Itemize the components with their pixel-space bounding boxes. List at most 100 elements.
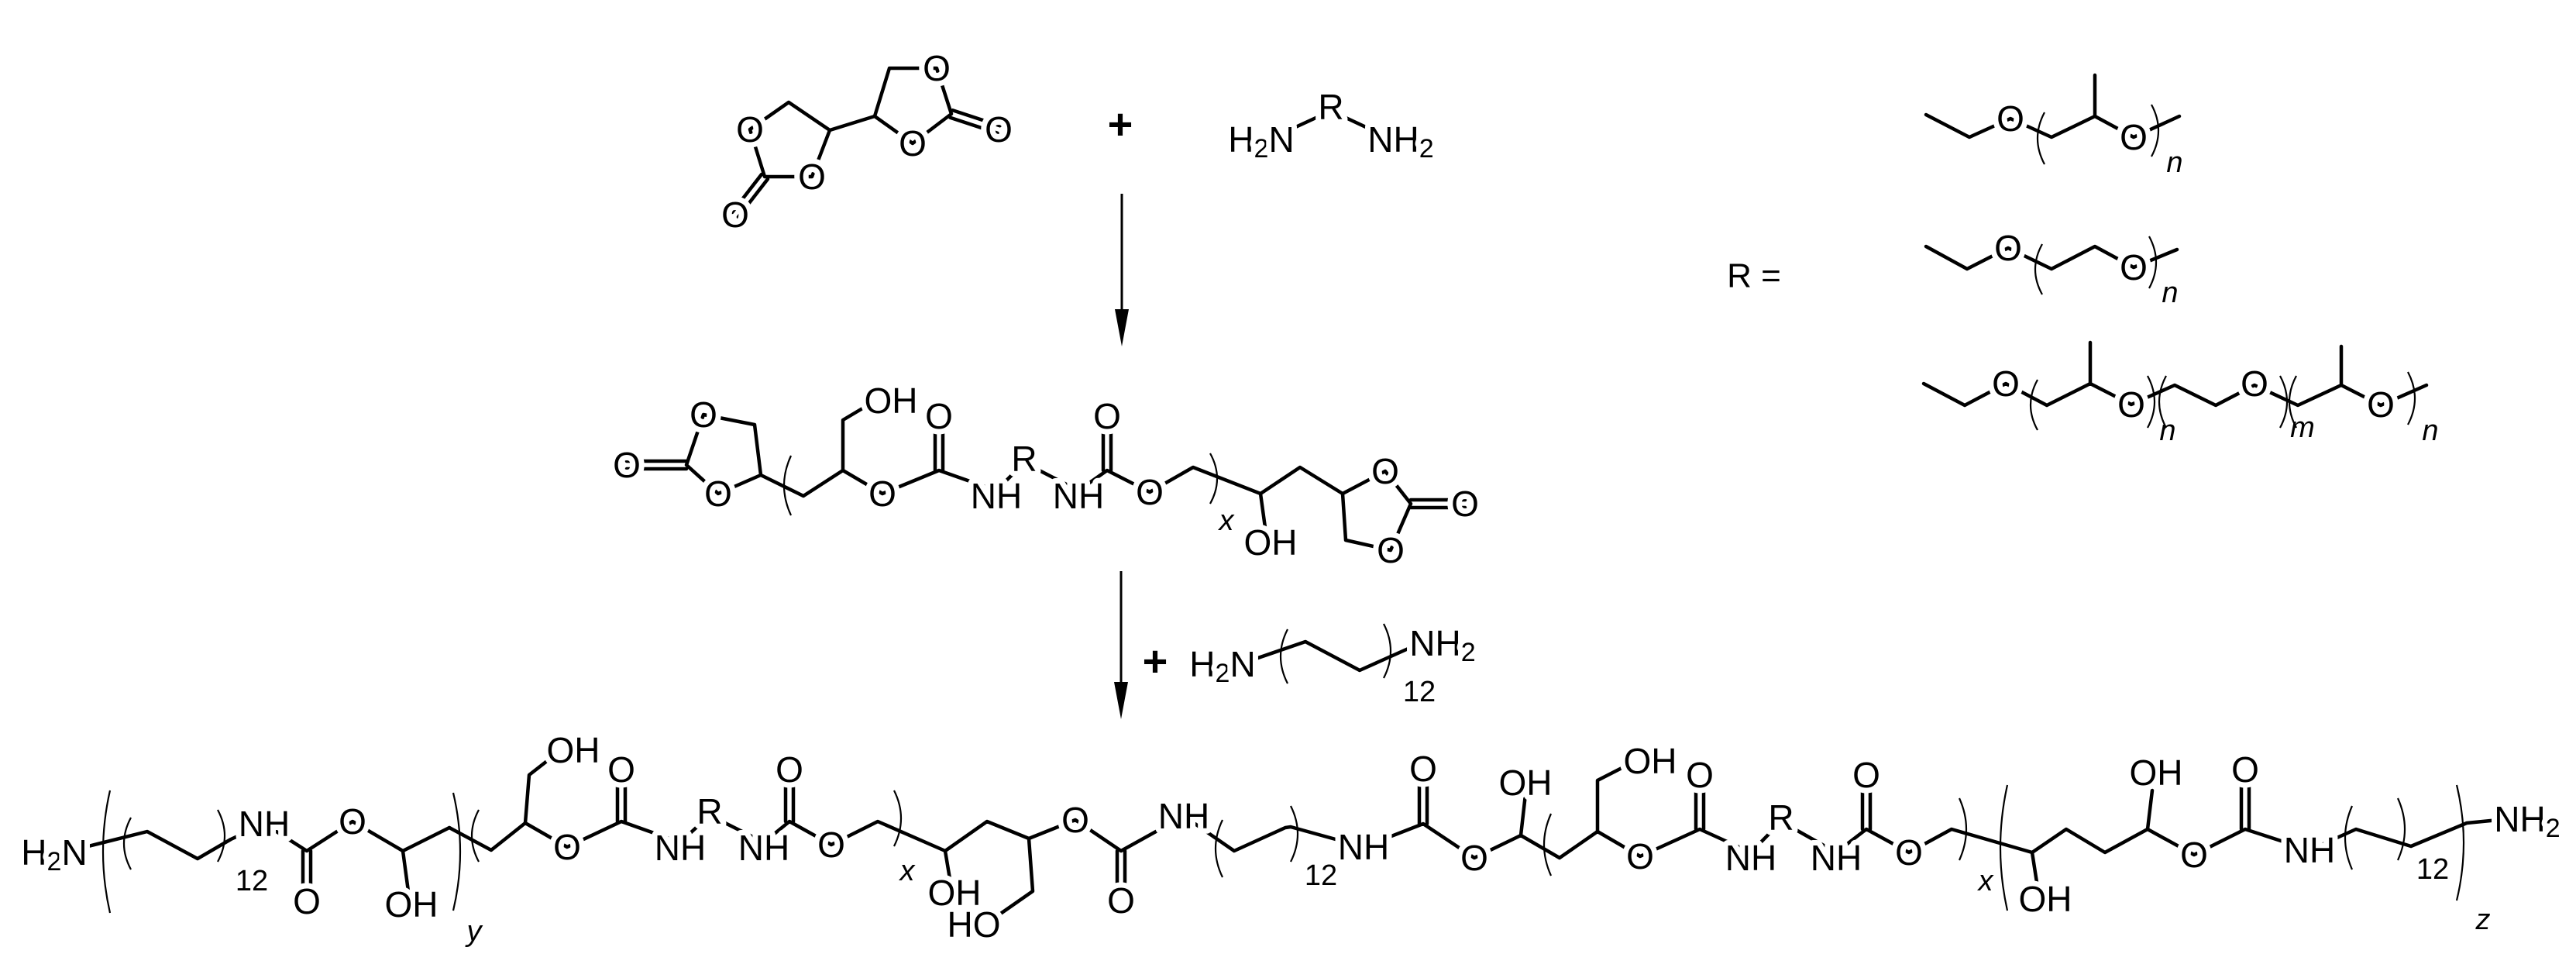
atom-o: O — [1992, 363, 2020, 404]
open-bracket — [1543, 813, 1553, 876]
close-bracket — [1383, 623, 1391, 679]
atom-ho: HO — [948, 904, 1001, 945]
atom-o: O — [613, 445, 641, 485]
atom-oh: OH — [865, 381, 918, 421]
amine-nh2: NH2 — [1367, 119, 1433, 164]
repeat-index-x: x — [899, 855, 917, 887]
atom-o: O — [607, 749, 635, 790]
atom-o: O — [2180, 835, 2208, 875]
close-bracket — [1209, 453, 1218, 504]
h: H — [1436, 623, 1461, 663]
close-bracket — [893, 790, 902, 847]
close-bracket — [1290, 805, 1298, 863]
bond — [943, 849, 953, 886]
atom-o: O — [1061, 800, 1089, 840]
repeat-index-n: n — [2159, 415, 2175, 447]
atom-o: O — [736, 109, 764, 150]
repeat-index-y: y — [465, 915, 483, 948]
double-bond — [730, 172, 764, 215]
close-bracket — [452, 792, 462, 911]
atom-o: O — [1377, 530, 1405, 570]
subscript-2: 2 — [1254, 134, 1269, 164]
atom-o: O — [1994, 228, 2022, 268]
bond — [523, 753, 556, 825]
repeat-index-z: z — [2475, 904, 2491, 936]
atom-o: O — [1371, 451, 1399, 491]
open-bracket — [471, 809, 480, 863]
bond — [872, 66, 954, 146]
atom-o: O — [1136, 472, 1164, 512]
r-group-definition-label: R = — [1727, 257, 1781, 295]
atom-o: O — [1895, 832, 1923, 873]
atom-nh: NH — [2284, 830, 2335, 870]
atom-nh: NH — [1053, 476, 1104, 516]
n: N — [1409, 623, 1435, 663]
atom-nh: NH — [1158, 796, 1209, 836]
bond — [2030, 850, 2040, 890]
atom-oh: OH — [385, 884, 439, 925]
atom-o: O — [2120, 117, 2148, 157]
amine-h2n: H2N — [21, 832, 87, 876]
atom-o: O — [1093, 396, 1121, 436]
double-bond — [951, 108, 1002, 128]
h: H — [1228, 119, 1254, 160]
atom-o: O — [2367, 384, 2395, 425]
bond — [758, 460, 1345, 498]
subscript-2: 2 — [1461, 638, 1476, 667]
atom-o: O — [339, 801, 366, 842]
plus-sign: + — [1108, 100, 1133, 149]
repeat-index-m: m — [2290, 412, 2315, 444]
open-bracket — [123, 817, 132, 870]
atom-o: O — [2231, 749, 2259, 790]
atom-nh: NH — [1338, 827, 1389, 867]
atom-o: O — [2120, 247, 2148, 288]
atom-o: O — [1626, 836, 1654, 876]
arrow-head-icon — [1114, 682, 1128, 719]
n: N — [61, 832, 87, 873]
bond — [1258, 491, 1268, 535]
atom-oh: OH — [547, 730, 600, 770]
double-bond — [736, 177, 770, 219]
h: H — [2520, 799, 2546, 839]
open-bracket — [101, 790, 112, 914]
bond — [1924, 112, 2182, 139]
repeat-count-12: 12 — [2416, 853, 2449, 886]
subscript-2: 2 — [1216, 659, 1230, 688]
bond — [401, 849, 411, 894]
atom-o: O — [868, 474, 896, 514]
repeat-index-x: x — [1218, 504, 1236, 537]
open-bracket — [2344, 805, 2354, 870]
repeat-index-x: x — [1977, 865, 1995, 897]
repeat-index-n: n — [2162, 277, 2178, 309]
close-bracket — [2455, 784, 2465, 901]
bond — [1280, 108, 1381, 136]
bond — [997, 836, 1035, 917]
bond — [1340, 469, 1413, 553]
atom-o: O — [2117, 384, 2145, 425]
r-group: R — [696, 791, 722, 832]
open-bracket — [1999, 784, 2009, 911]
bond — [262, 819, 452, 853]
atom-o: O — [704, 474, 732, 514]
r-group: R — [1768, 797, 1794, 838]
open-bracket — [2030, 379, 2038, 431]
atom-o: O — [925, 396, 953, 436]
atom-o: O — [985, 109, 1013, 150]
open-bracket — [1215, 819, 1223, 878]
amine-nh2: NH2 — [1409, 623, 1475, 667]
bond — [748, 100, 832, 179]
atom-o: O — [923, 48, 951, 88]
bond — [684, 412, 763, 496]
atom-oh: OH — [1499, 763, 1553, 803]
atom-o: O — [899, 123, 927, 164]
atom-oh: OH — [2019, 879, 2072, 919]
atom-o: O — [553, 827, 581, 867]
open-bracket — [782, 455, 792, 516]
reaction-arrows — [1114, 194, 1129, 719]
atom-o: O — [2241, 363, 2268, 404]
atom-nh: NH — [738, 828, 789, 868]
atom-o: O — [690, 394, 717, 435]
bond — [447, 813, 2501, 860]
atom-o: O — [1460, 838, 1488, 878]
arrow-head-icon — [1115, 309, 1129, 346]
